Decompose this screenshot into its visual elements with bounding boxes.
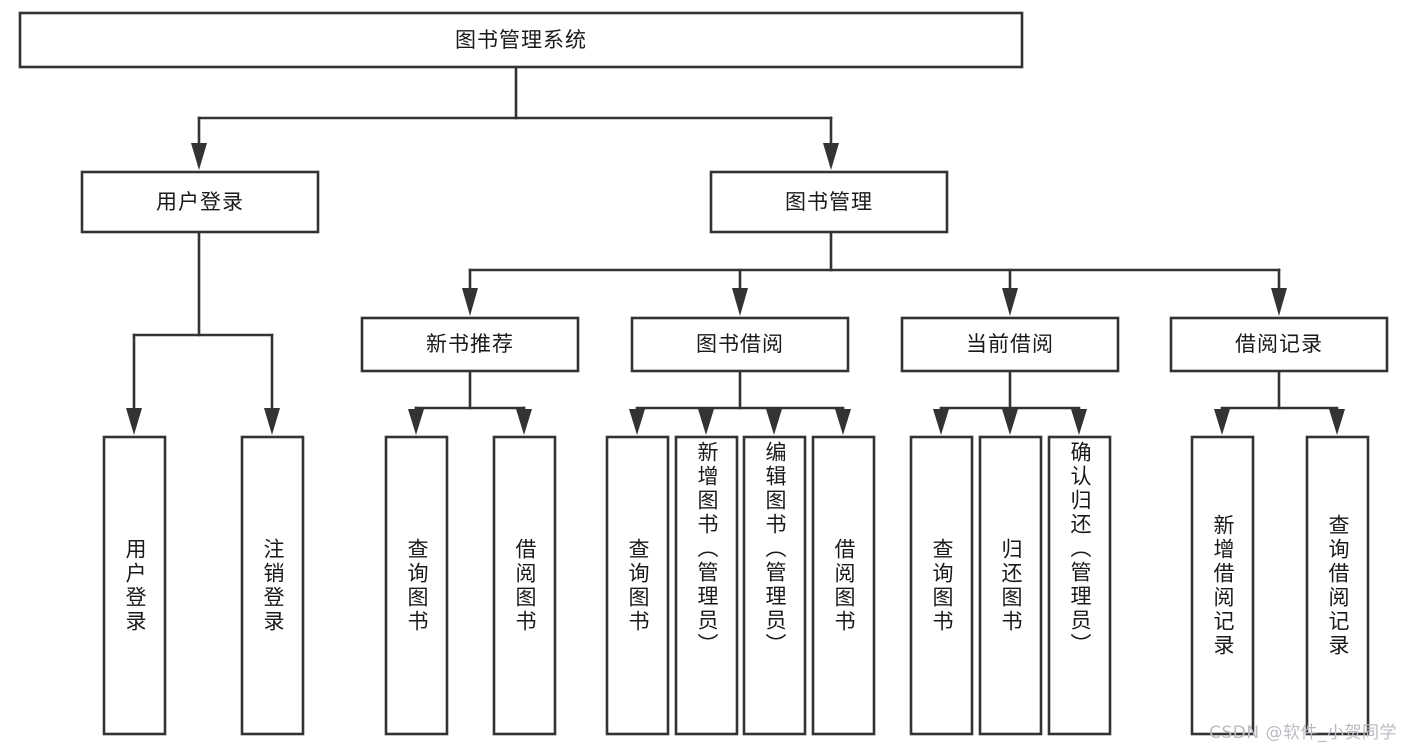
node-leaf-borrow-book[interactable] — [811, 435, 876, 736]
arrow-newbook-leaf-1 — [408, 409, 424, 435]
arrow-currentborrow-leaf-2 — [1002, 409, 1018, 435]
arrow-currentborrow-leaf-1 — [933, 409, 949, 435]
node-borrow-record[interactable] — [1169, 316, 1389, 373]
node-new-book-recommend[interactable] — [360, 316, 580, 373]
arrow-borrowrecord-leaf-1 — [1214, 409, 1230, 435]
node-leaf-query-book-recommend[interactable] — [384, 435, 449, 736]
arrow-borrowrecord-leaf-2 — [1329, 409, 1345, 435]
node-leaf-query-borrow-record[interactable] — [1305, 435, 1370, 736]
arrow-to-new-book-recommend — [462, 288, 478, 316]
node-leaf-add-borrow-record[interactable] — [1190, 435, 1255, 736]
arrow-user-login-leaf-1 — [126, 408, 142, 435]
node-leaf-query-book-borrow[interactable] — [605, 435, 670, 736]
node-new-book-recommend-label: 新书推荐 — [426, 332, 514, 356]
arrow-bookborrow-leaf-1 — [629, 409, 645, 435]
arrow-bookborrow-leaf-4 — [835, 409, 851, 435]
arrow-to-book-mgmt — [823, 143, 839, 170]
node-book-borrow-label: 图书借阅 — [696, 332, 784, 356]
node-leaf-logout[interactable] — [240, 435, 305, 736]
arrow-to-current-borrow — [1002, 288, 1018, 316]
node-borrow-record-label: 借阅记录 — [1235, 332, 1323, 356]
node-current-borrow[interactable] — [900, 316, 1120, 373]
node-leaf-user-login[interactable] — [102, 435, 167, 736]
node-book-management[interactable] — [709, 170, 949, 234]
node-leaf-edit-book-admin[interactable] — [742, 435, 807, 736]
node-book-management-label: 图书管理 — [785, 190, 873, 214]
arrow-to-borrow-record — [1271, 288, 1287, 316]
node-leaf-confirm-return-admin[interactable] — [1047, 435, 1112, 736]
arrow-bookborrow-leaf-2 — [698, 409, 714, 435]
arrow-to-user-login — [191, 143, 207, 170]
node-user-login[interactable] — [80, 170, 320, 234]
node-leaf-return-book[interactable] — [978, 435, 1043, 736]
node-leaf-query-book-current[interactable] — [909, 435, 974, 736]
node-user-login-label: 用户登录 — [156, 190, 244, 214]
arrow-currentborrow-leaf-3 — [1071, 409, 1087, 435]
node-leaf-borrow-book-recommend[interactable] — [492, 435, 557, 736]
node-current-borrow-label: 当前借阅 — [966, 332, 1054, 356]
arrow-newbook-leaf-2 — [516, 409, 532, 435]
node-book-borrow[interactable] — [630, 316, 850, 373]
arrow-user-login-leaf-2 — [264, 408, 280, 435]
node-root-label: 图书管理系统 — [455, 28, 587, 52]
arrow-to-book-borrow — [732, 288, 748, 316]
node-root-book-management-system[interactable] — [18, 11, 1024, 69]
node-leaf-add-book-admin[interactable] — [674, 435, 739, 736]
arrow-bookborrow-leaf-3 — [766, 409, 782, 435]
